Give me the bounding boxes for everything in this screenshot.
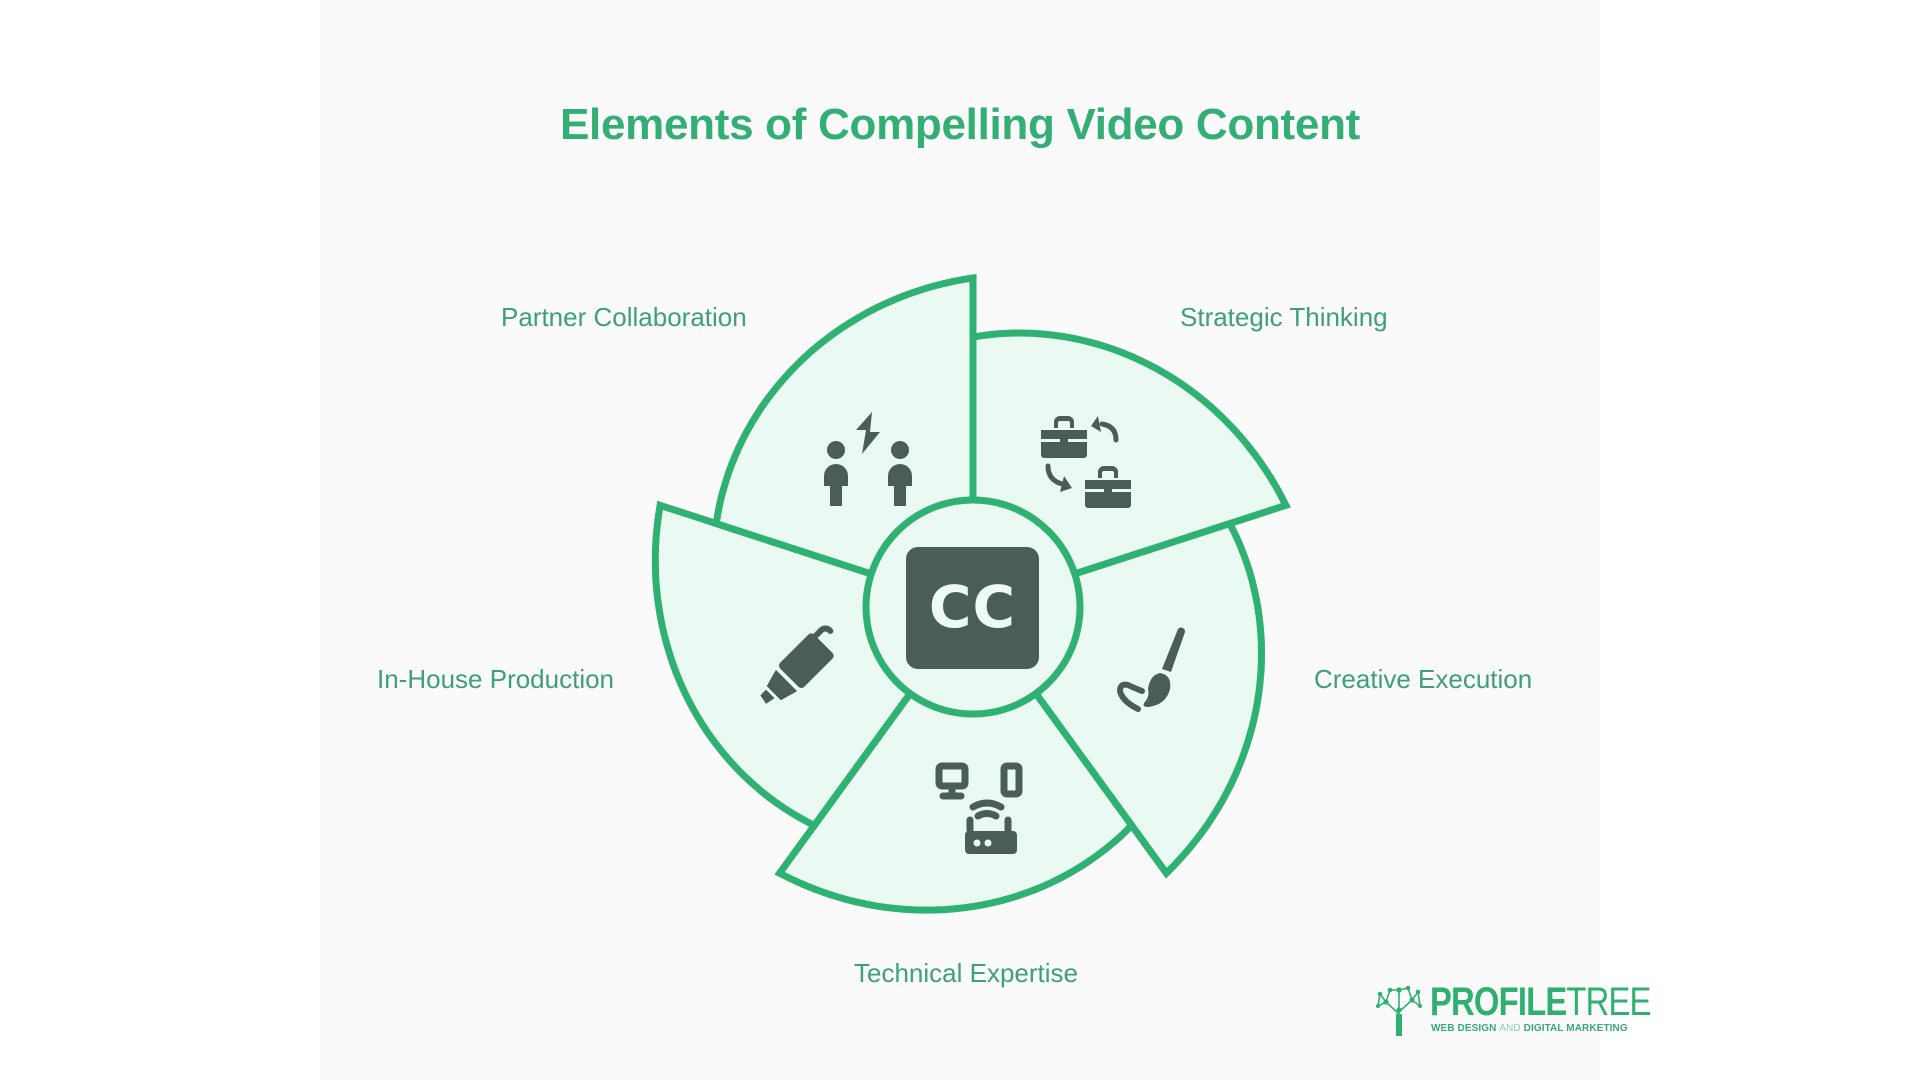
- label-creative-execution: Creative Execution: [1314, 664, 1533, 694]
- briefcase-swap-icon: [1041, 416, 1131, 508]
- logo-tagline: WEB DESIGN AND DIGITAL MARKETING: [1431, 1023, 1628, 1034]
- profiletree-logo[interactable]: PROFILETREE WEB DESIGN AND DIGITAL MARKE…: [1374, 980, 1651, 1040]
- tree-network-icon: [1376, 985, 1422, 1036]
- people-spark-icon: [824, 412, 912, 506]
- closed-captions-icon: CC: [906, 547, 1039, 669]
- label-strategic-thinking: Strategic Thinking: [1180, 302, 1388, 332]
- paintbrush-icon: [1116, 627, 1186, 712]
- highlighter-icon: [760, 625, 834, 704]
- label-technical-expertise: Technical Expertise: [854, 958, 1078, 988]
- label-in-house-production: In-House Production: [377, 664, 615, 694]
- label-partner-collaboration: Partner Collaboration: [501, 302, 747, 332]
- logo-wordmark: PROFILETREE: [1430, 980, 1651, 1024]
- diagram-title: Elements of Compelling Video Content: [560, 100, 1360, 149]
- svg-text:CC: CC: [929, 573, 1016, 641]
- petal-technical-expertise: [774, 601, 1137, 914]
- devices-router-icon: [935, 762, 1023, 854]
